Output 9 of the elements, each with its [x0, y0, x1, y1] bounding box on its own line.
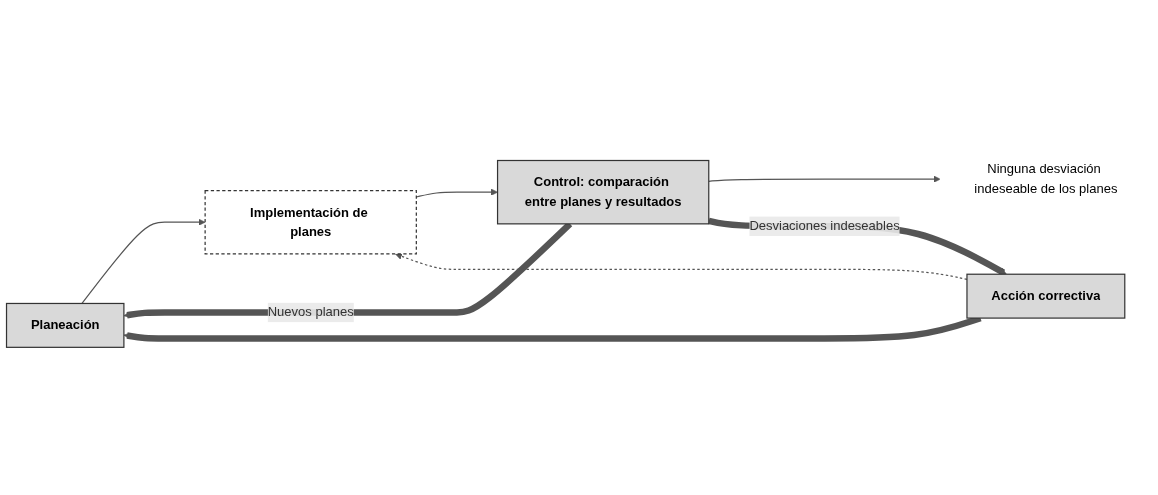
edge-label: Nuevos planes: [267, 305, 354, 319]
node-box: Planeación: [5, 302, 125, 349]
node-box: Control: comparación entre planes y resultados: [496, 159, 710, 225]
arrow: [81, 218, 206, 305]
node-text: Ninguna desviación indeseable de los planes: [974, 162, 1118, 196]
arrow: [708, 175, 941, 183]
node-box: Implementación de planes: [204, 190, 417, 255]
edge-label: Desviaciones indeseables: [749, 219, 900, 233]
node-box: Acción correctiva: [966, 273, 1126, 319]
